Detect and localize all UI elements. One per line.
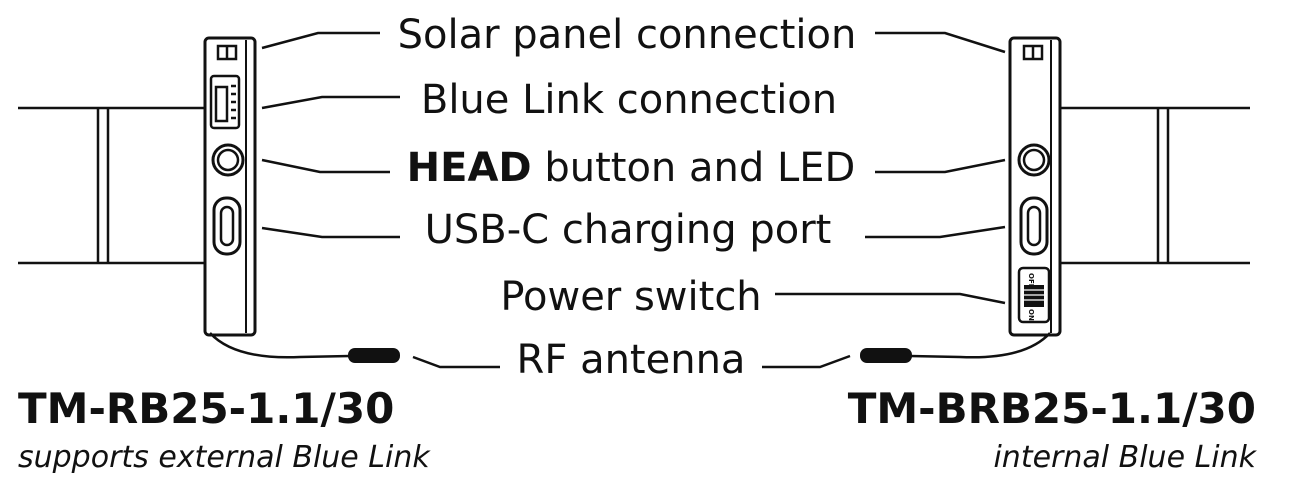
right-antenna-tip xyxy=(860,348,912,363)
left-device xyxy=(18,36,400,363)
right-device: OFF ON xyxy=(860,36,1250,363)
left-bluelink-port-icon xyxy=(209,74,241,130)
left-antenna-tip xyxy=(348,348,400,363)
right-antenna-cable xyxy=(909,332,1051,359)
label-head-bold: HEAD xyxy=(407,145,532,191)
right-power-switch-icon: OFF ON xyxy=(1017,266,1051,324)
label-usbc-charging-port: USB-C charging port xyxy=(425,207,832,253)
right-model-name: TM-BRB25-1.1/30 xyxy=(848,384,1256,433)
right-strap xyxy=(1060,106,1250,265)
left-model-name: TM-RB25-1.1/30 xyxy=(18,384,394,433)
left-antenna-cable xyxy=(209,332,351,359)
left-usbc-port-icon xyxy=(212,196,242,256)
label-head-rest: button and LED xyxy=(532,145,856,191)
left-strap xyxy=(18,106,205,265)
left-head-button-icon xyxy=(211,143,245,177)
left-model-description: supports external Blue Link xyxy=(18,440,431,475)
left-solar-connector-icon xyxy=(216,44,238,61)
label-solar-panel-connection: Solar panel connection xyxy=(398,12,857,58)
right-solar-connector-icon xyxy=(1022,44,1044,61)
leader-lines xyxy=(261,31,1006,369)
label-head-button-led: HEAD button and LED xyxy=(407,145,856,191)
label-blue-link-connection: Blue Link connection xyxy=(421,77,837,123)
right-usbc-port-icon xyxy=(1019,196,1049,256)
right-device-body xyxy=(1008,36,1062,337)
left-device-body xyxy=(203,36,257,337)
switch-on-label: ON xyxy=(1027,309,1035,321)
label-power-switch: Power switch xyxy=(500,274,761,320)
label-rf-antenna: RF antenna xyxy=(517,337,746,383)
switch-off-label: OFF xyxy=(1027,273,1035,289)
right-model-description: internal Blue Link xyxy=(993,440,1257,475)
right-head-button-icon xyxy=(1017,143,1051,177)
